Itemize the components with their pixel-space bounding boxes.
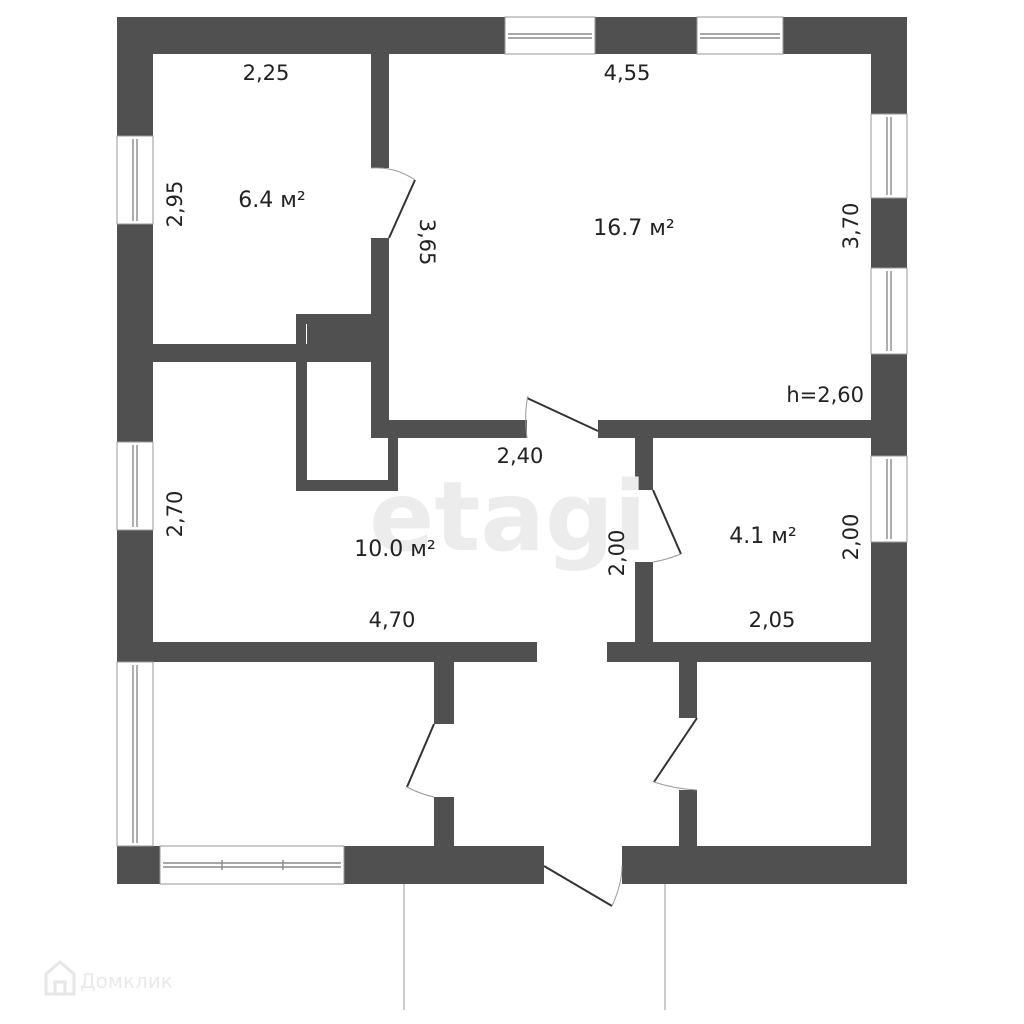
- dimension-label: 2,70: [163, 491, 187, 538]
- window: [159, 845, 345, 885]
- dimension-label: 4,70: [369, 608, 416, 632]
- partition-wall: [371, 420, 527, 438]
- doors: [370, 167, 698, 1010]
- partition-wall: [635, 562, 653, 660]
- area-labels: 6.4 м² 16.7 м² 10.0 м² 4.1 м²: [238, 188, 796, 562]
- partition-wall: [635, 438, 653, 490]
- partition-wall: [598, 420, 871, 438]
- domclick-brand: Домклик: [44, 960, 173, 996]
- window: [116, 661, 154, 847]
- windows: [116, 16, 908, 885]
- dimension-label: 2,00: [839, 514, 863, 561]
- window: [696, 16, 784, 55]
- partition-wall: [371, 54, 389, 168]
- window: [116, 441, 154, 531]
- door: [370, 167, 416, 239]
- door: [406, 723, 435, 798]
- partition-wall: [153, 642, 537, 662]
- dimension-label: 2,00: [605, 530, 629, 577]
- dimension-label: 2,95: [163, 181, 187, 228]
- house-outline-icon: [44, 960, 76, 996]
- partition-wall: [434, 797, 454, 846]
- partition-wall: [153, 344, 372, 362]
- door: [525, 395, 599, 439]
- room-area-label: 10.0 м²: [354, 537, 435, 562]
- dimension-label: 4,55: [604, 61, 651, 85]
- shaft-outline: [296, 362, 398, 491]
- dimension-label: 3,70: [839, 203, 863, 250]
- dimensions: 2,25 2,95 4,55 3,65 3,70 h=2,60 2,40 2,7…: [163, 61, 864, 632]
- window: [870, 113, 908, 199]
- ceiling-height-label: h=2,60: [786, 383, 864, 407]
- window: [870, 267, 908, 355]
- brand-name: Домклик: [80, 969, 173, 993]
- room-area-label: 6.4 м²: [238, 188, 305, 213]
- dimension-label: 2,40: [497, 444, 544, 468]
- etagi-watermark: etagi: [369, 461, 646, 573]
- partition-wall: [607, 642, 871, 662]
- dimension-label: 3,65: [415, 219, 439, 266]
- dimension-label: 2,05: [749, 608, 796, 632]
- window: [116, 135, 154, 225]
- dimension-label: 2,25: [243, 61, 290, 85]
- partition-wall: [371, 238, 389, 438]
- entrance-door: [403, 846, 666, 1010]
- partition-wall: [679, 790, 697, 846]
- door: [652, 489, 682, 563]
- room-area-label: 16.7 м²: [593, 216, 674, 241]
- partition-wall: [434, 662, 454, 724]
- shaft-top: [296, 314, 372, 344]
- window: [870, 455, 908, 543]
- partition-wall: [679, 662, 697, 718]
- window: [504, 16, 596, 55]
- room-area-label: 4.1 м²: [729, 524, 796, 549]
- door: [653, 717, 698, 791]
- interior-walls: [153, 54, 871, 846]
